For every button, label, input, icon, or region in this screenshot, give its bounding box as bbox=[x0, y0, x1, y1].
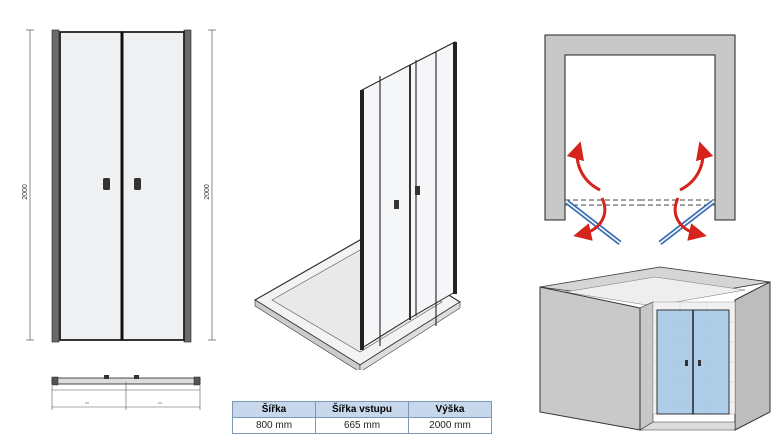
right-wall-profile bbox=[183, 29, 192, 343]
spec-header-row: Šířka Šířka vstupu Výška bbox=[232, 401, 492, 418]
left-swing-out-arrow-icon bbox=[573, 197, 607, 241]
right-swing-arrow-icon bbox=[679, 141, 714, 192]
spec-value-row: 800 mm 665 mm 2000 mm bbox=[232, 417, 492, 434]
right-swing-out-arrow-icon bbox=[673, 197, 707, 241]
room-left-wall bbox=[539, 286, 641, 431]
header-width: Šířka bbox=[232, 401, 316, 418]
room-right-wall bbox=[734, 281, 771, 431]
front-elevation-drawing: 2000 2000 bbox=[22, 29, 216, 343]
room-left-handle-icon bbox=[685, 360, 688, 366]
left-handle-iso-icon bbox=[394, 200, 399, 209]
left-swing-arrow-icon bbox=[566, 141, 601, 192]
header-entry-width: Šířka vstupu bbox=[315, 401, 409, 418]
enclosure-walls bbox=[544, 34, 736, 221]
plan-view-drawing bbox=[51, 375, 201, 410]
specification-table: Šířka Šířka vstupu Výška 800 mm 665 mm 2… bbox=[232, 401, 492, 434]
value-entry-width: 665 mm bbox=[315, 417, 409, 434]
left-door-handle-icon bbox=[103, 178, 110, 190]
left-door-leaf bbox=[59, 31, 123, 341]
room-right-handle-icon bbox=[698, 360, 701, 366]
left-door-leaf-iso bbox=[361, 64, 411, 349]
room-render-drawing bbox=[539, 266, 771, 431]
value-width: 800 mm bbox=[232, 417, 316, 434]
right-handle-iso-icon bbox=[415, 186, 420, 195]
left-wall-profile bbox=[51, 29, 60, 343]
value-height: 2000 mm bbox=[408, 417, 492, 434]
right-door-leaf-iso bbox=[409, 41, 456, 319]
header-height: Výška bbox=[408, 401, 492, 418]
height-dimension-left: 2000 bbox=[22, 184, 29, 200]
right-door-leaf bbox=[121, 31, 185, 341]
door-swing-diagram bbox=[544, 34, 736, 245]
height-dimension-right: 2000 bbox=[204, 184, 211, 200]
right-door-handle-icon bbox=[134, 178, 141, 190]
isometric-view-drawing bbox=[253, 41, 462, 370]
